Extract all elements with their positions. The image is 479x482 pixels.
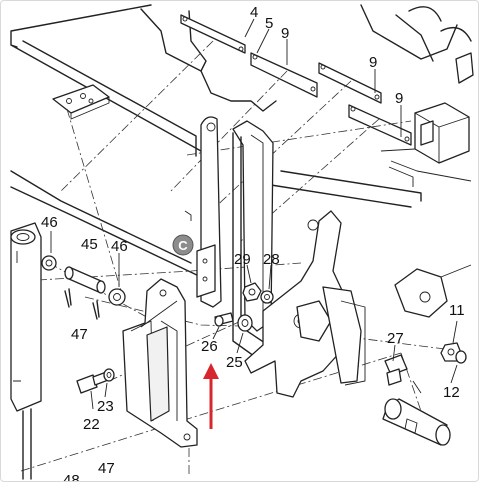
washer-12 — [455, 350, 467, 364]
upright-plate — [184, 116, 222, 308]
nut-29 — [242, 282, 262, 302]
callout-11: 11 — [449, 302, 465, 319]
callout-26: 26 — [201, 338, 218, 355]
callout-46: 46 — [41, 214, 58, 231]
bolt-27 — [384, 354, 408, 386]
callout-48: 48 — [63, 472, 80, 482]
callout-29: 29 — [234, 251, 251, 268]
cam-plates — [244, 210, 472, 398]
callout-25: 25 — [226, 354, 243, 371]
chassis-frame — [10, 4, 474, 278]
callout-46: 46 — [111, 238, 128, 255]
callout-labels: 4 5 9 9 9 46 45 46 47 29 28 26 25 27 11 … — [41, 4, 465, 482]
callout-47: 47 — [98, 460, 115, 477]
pin-26 — [214, 312, 234, 327]
callout-47: 47 — [71, 326, 88, 343]
right-block — [380, 102, 472, 187]
washer-23 — [103, 368, 115, 382]
washer-46b — [108, 288, 126, 306]
indicator-arrow — [203, 363, 219, 429]
small-bracket — [52, 84, 110, 120]
callout-9: 9 — [369, 54, 377, 71]
callout-23: 23 — [97, 398, 114, 415]
callout-27: 27 — [387, 330, 404, 347]
shaft — [382, 398, 451, 446]
callout-45: 45 — [81, 236, 98, 253]
leader-lines — [50, 18, 458, 410]
washer-28 — [260, 290, 274, 304]
washer-46a — [41, 255, 57, 271]
callout-9: 9 — [281, 25, 289, 42]
tall-cylinder — [10, 222, 42, 480]
callout-5: 5 — [265, 15, 273, 32]
callout-4: 4 — [250, 4, 258, 21]
callout-12: 12 — [443, 384, 460, 401]
rail-parts — [180, 14, 412, 146]
callout-28: 28 — [263, 251, 280, 268]
section-badge-letter: C — [178, 238, 188, 253]
section-badge: C — [172, 234, 194, 256]
callout-9: 9 — [395, 90, 403, 107]
pin-45 — [64, 266, 106, 294]
front-bracket — [122, 278, 198, 448]
cotter-pins-47 — [64, 288, 100, 320]
washer-25 — [237, 314, 253, 332]
callout-22: 22 — [83, 416, 100, 433]
